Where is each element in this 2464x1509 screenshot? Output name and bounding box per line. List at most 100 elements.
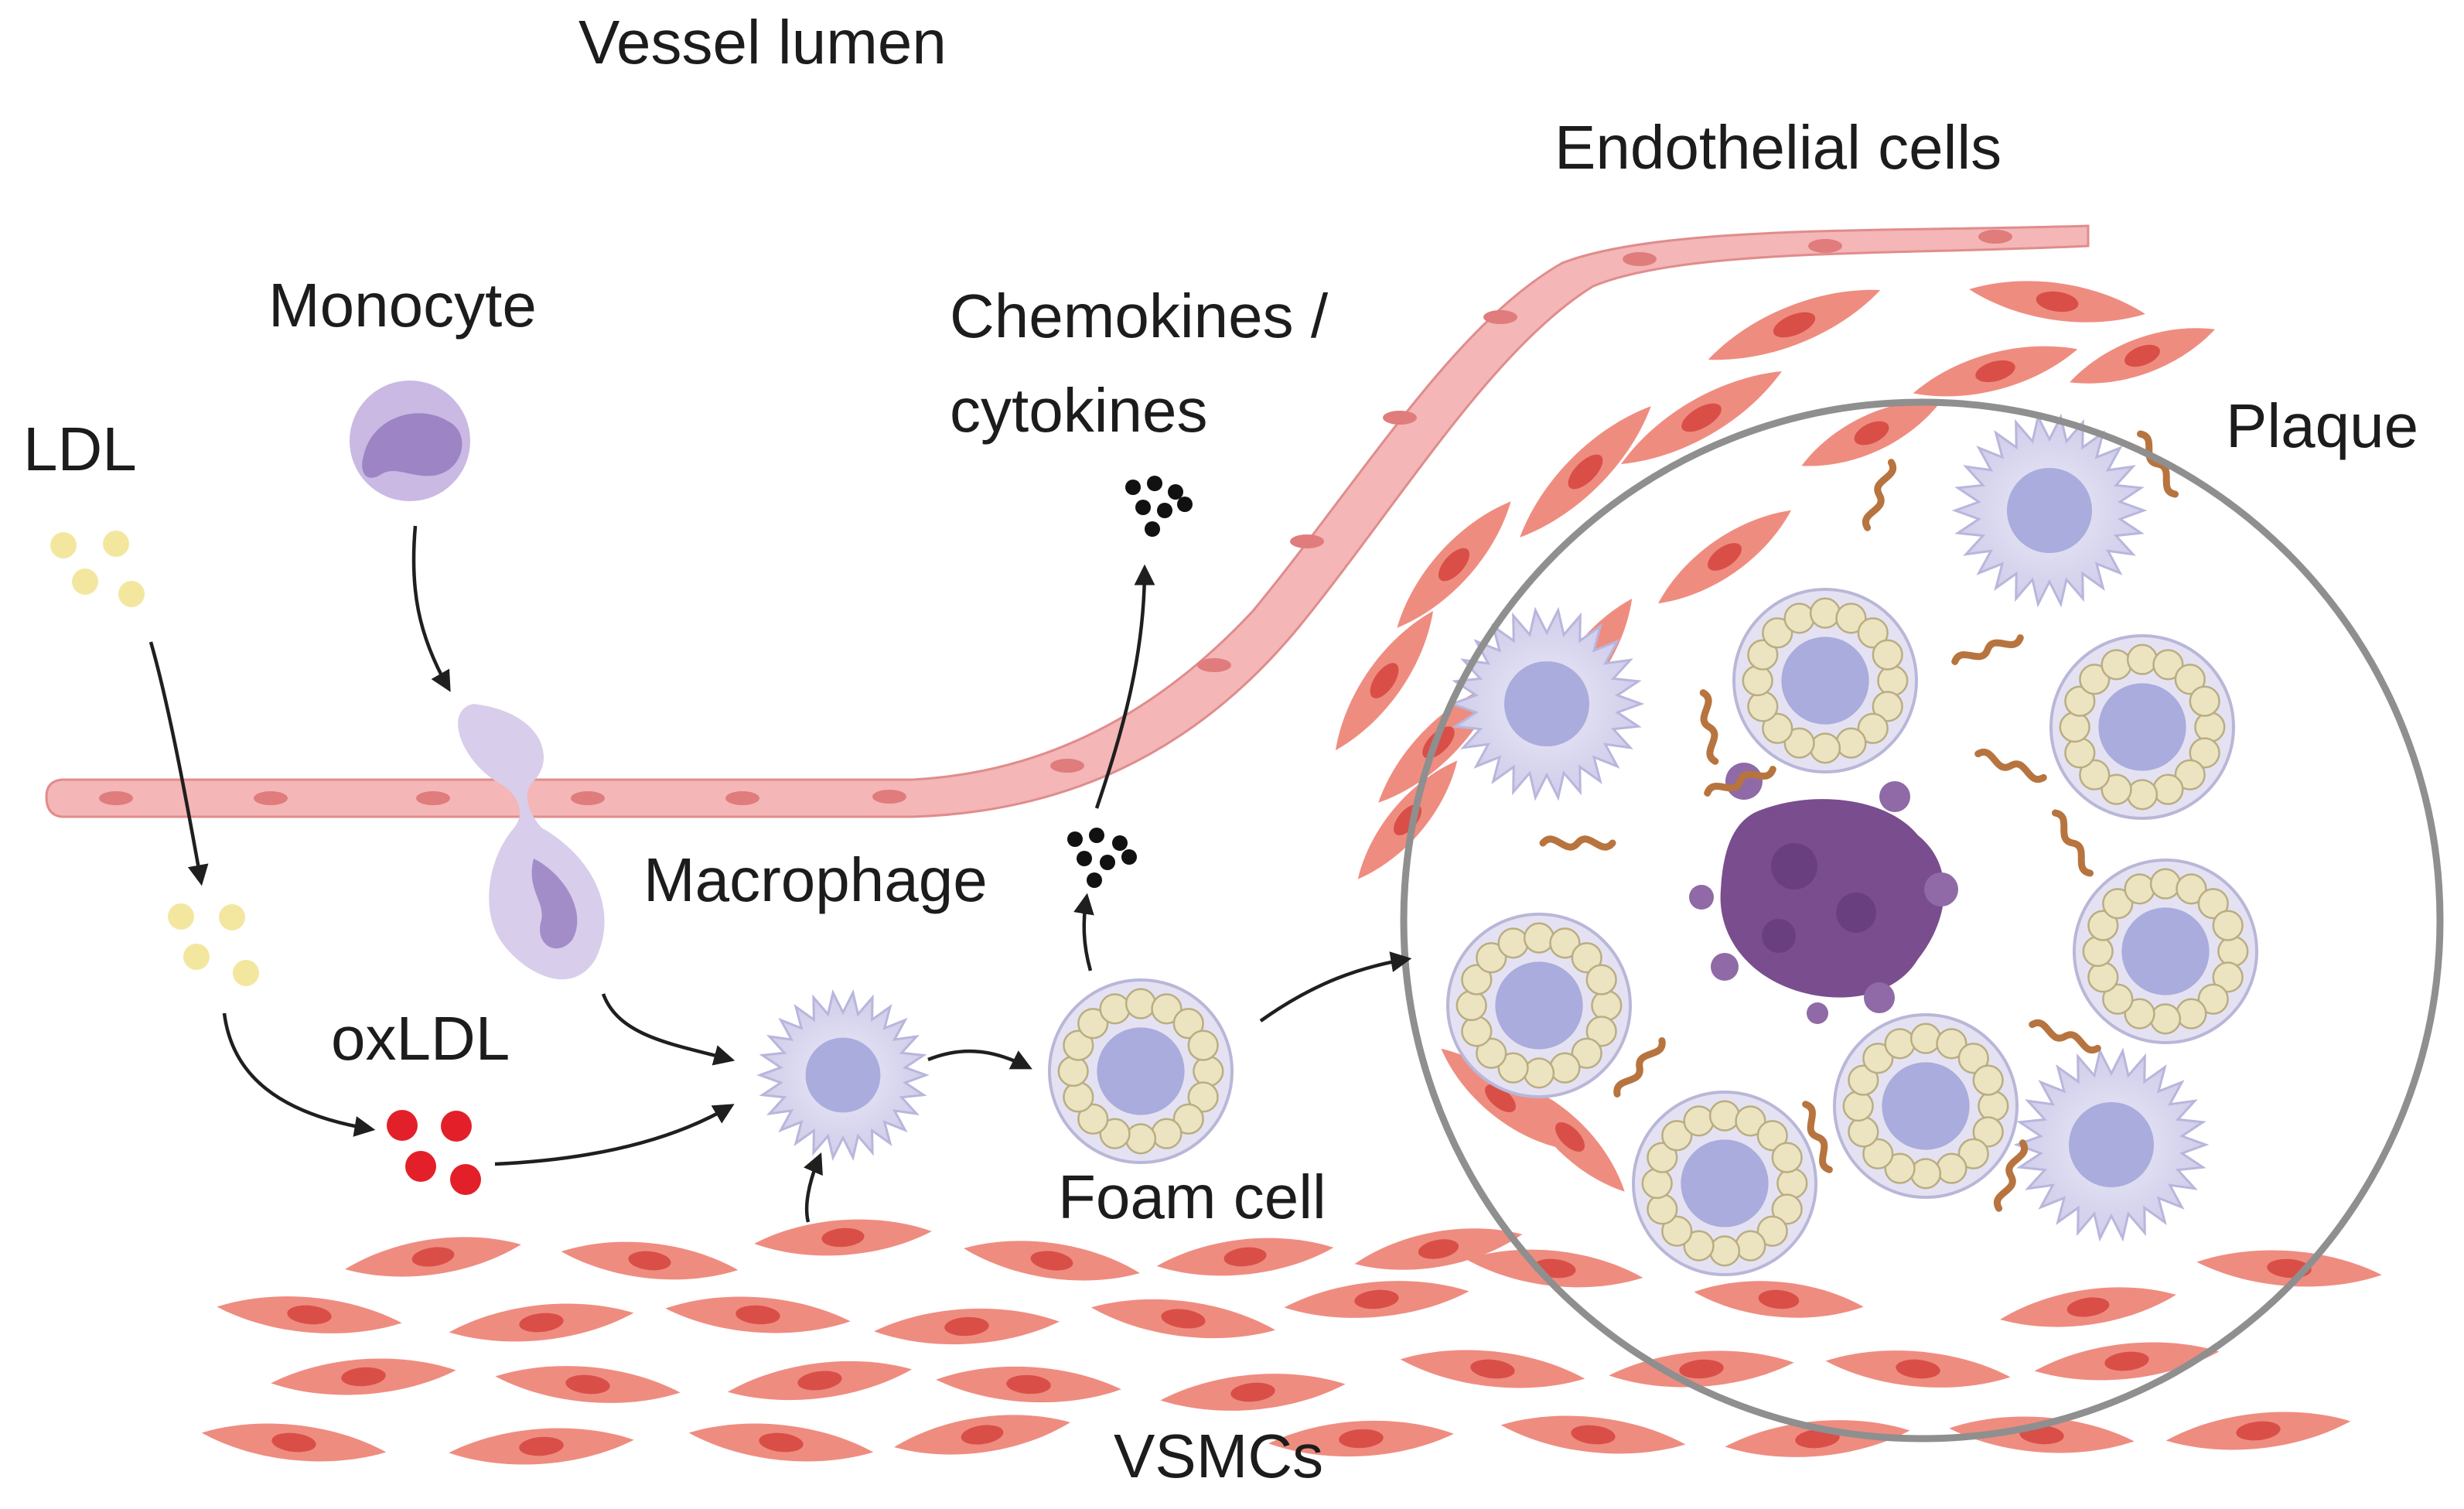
- transmigrating-monocyte: [458, 704, 605, 980]
- vsmc: [1160, 1374, 1346, 1411]
- plaque-foam-cell: [2073, 859, 2258, 1044]
- necrotic-core: [1689, 763, 1958, 1024]
- vsmc: [271, 1358, 456, 1395]
- vsmc: [495, 1366, 681, 1403]
- ldl-particles-subendothelial: [168, 903, 259, 986]
- vsmc: [874, 1308, 1060, 1345]
- arrow-oxldl-to-macrophage: [494, 1104, 735, 1166]
- vsmc: [449, 1303, 634, 1342]
- collagen-fiber: [1994, 1139, 2028, 1212]
- collagen-fiber: [1613, 1037, 1666, 1098]
- vsmc: [665, 1296, 851, 1333]
- vsmc: [1657, 510, 1792, 604]
- arrow-monocyte-to-macrophage: [601, 993, 735, 1066]
- vsmc: [1913, 346, 2078, 397]
- collagen-fiber: [1699, 689, 1719, 765]
- monocyte-cell: [350, 381, 470, 501]
- vsmc: [894, 1415, 1070, 1455]
- vsmc: [1441, 1048, 1560, 1149]
- macrophage-cell: [756, 989, 930, 1161]
- label-monocyte: Monocyte: [268, 271, 537, 340]
- plaque-contents: [1446, 413, 2258, 1276]
- collagen-fiber: [2052, 809, 2094, 877]
- vsmc: [1500, 1415, 1686, 1454]
- plaque-macrophage: [1449, 606, 1645, 801]
- endothelial-nuclei: [99, 230, 2012, 805]
- vsmc: [1354, 1228, 1523, 1270]
- vsmc: [201, 1423, 387, 1462]
- label-chemokines-line1: Chemokines /: [950, 282, 1329, 350]
- vsmc: [345, 1237, 521, 1277]
- collagen-fiber: [1704, 766, 1776, 797]
- vsmc: [2034, 1342, 2220, 1381]
- label-ldl: LDL: [23, 415, 137, 483]
- vsmc-cells: [201, 281, 2382, 1465]
- collagen-fiber: [2029, 1019, 2101, 1053]
- vsmc: [964, 1241, 1140, 1281]
- oxldl-particles: [387, 1110, 481, 1195]
- vsmc: [1621, 371, 1782, 464]
- vsmc: [754, 1219, 932, 1256]
- chemokine-dots-lower: [1067, 828, 1137, 888]
- label-chemokines-line2: cytokines: [950, 376, 1207, 445]
- label-plaque: Plaque: [2226, 391, 2418, 460]
- ldl-particles: [50, 531, 145, 607]
- vsmc: [1694, 1281, 1864, 1318]
- vsmc: [1609, 1350, 1794, 1388]
- collagen-fiber: [1951, 634, 2024, 665]
- arrow-monocyte-entry: [411, 525, 451, 692]
- vsmc: [1520, 406, 1651, 538]
- collagen-fiber: [2137, 430, 2179, 498]
- vsmc: [1969, 281, 2145, 323]
- foam-cell: [1048, 978, 1234, 1164]
- collagen-fiber: [1974, 749, 2047, 783]
- collagen-fiber: [1862, 459, 1896, 531]
- label-macrophage: Macrophage: [643, 845, 988, 914]
- vsmc: [1090, 1299, 1276, 1339]
- vsmc: [1284, 1281, 1469, 1318]
- plaque-macrophage: [2013, 1047, 2210, 1242]
- vsmc: [1825, 1350, 2011, 1388]
- vsmc: [1268, 1420, 1454, 1457]
- chemokine-dots-upper: [1125, 476, 1193, 537]
- arrow-ldl-oxidation: [222, 1012, 376, 1137]
- pathway-arrows: [148, 525, 1412, 1223]
- arrow-foamcell-to-plaque: [1259, 951, 1412, 1023]
- vsmc: [1335, 610, 1434, 751]
- arrow-macrophage-to-foamcell: [927, 1049, 1032, 1070]
- vsmc: [561, 1241, 739, 1280]
- vsmc: [727, 1360, 913, 1401]
- label-vsmcs: VSMCs: [1114, 1422, 1323, 1490]
- vsmc: [2070, 328, 2215, 384]
- vsmc: [449, 1428, 634, 1465]
- endothelial-layer: [45, 224, 2090, 818]
- arrow-foamcell-to-chemokines: [1073, 893, 1094, 971]
- label-endothelial-cells: Endothelial cells: [1555, 113, 2002, 182]
- vsmc: [936, 1366, 1121, 1403]
- collagen-fiber: [1802, 1101, 1833, 1173]
- vsmc: [1397, 501, 1511, 628]
- vsmc: [1515, 1082, 1625, 1192]
- plaque-foam-cell: [1632, 1091, 1817, 1276]
- vsmc: [1156, 1238, 1334, 1276]
- plaque-foam-cell: [1833, 1013, 2019, 1199]
- plaque-macrophage: [1951, 413, 2148, 608]
- label-vessel-lumen: Vessel lumen: [578, 8, 947, 77]
- vsmc: [1400, 1350, 1585, 1388]
- vsmc: [2165, 1412, 2351, 1450]
- label-oxldl: oxLDL: [331, 1004, 510, 1073]
- arrow-ldl-entry: [148, 641, 209, 886]
- vsmc: [1725, 1420, 1910, 1457]
- vsmc: [688, 1423, 874, 1462]
- vsmc: [1708, 289, 1881, 360]
- label-foam-cell: Foam cell: [1058, 1162, 1326, 1231]
- plaque-boundary: [1400, 398, 2444, 1442]
- collagen-fiber: [1539, 835, 1616, 851]
- plaque-foam-cell: [1732, 588, 1918, 773]
- vsmc: [1801, 400, 1942, 466]
- arrow-chemokines-upward: [1094, 564, 1155, 809]
- arrow-vsmc-to-macrophage: [804, 1152, 823, 1223]
- plaque-foam-cell: [1446, 913, 1632, 1098]
